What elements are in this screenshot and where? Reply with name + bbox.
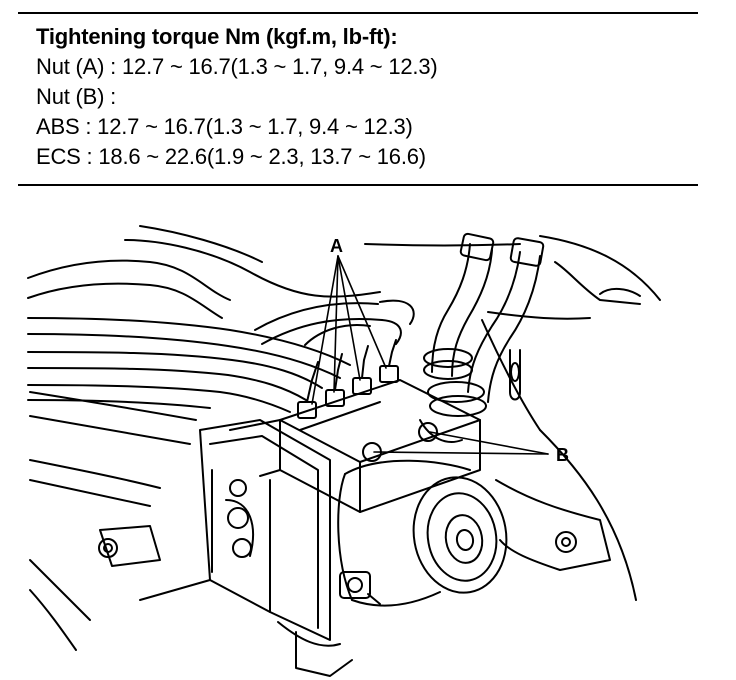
top-rule — [18, 12, 698, 14]
hydraulic-unit-block — [229, 379, 481, 513]
mounting-bracket — [481, 319, 637, 601]
electronic-control-unit — [199, 419, 353, 677]
flexible-hoses — [419, 232, 545, 443]
bottom-rule — [18, 184, 698, 186]
spec-line-ecs: ECS : 18.6 ~ 22.6(1.9 ~ 2.3, 13.7 ~ 16.6… — [36, 144, 426, 169]
callout-label-b: B — [556, 445, 569, 465]
brake-line-bundle — [27, 299, 415, 413]
abs-hydraulic-unit-illustration: A B — [27, 225, 661, 677]
pump-motor — [337, 459, 508, 607]
torque-specification-text: Tightening torque Nm (kgf.m, lb-ft): Nut… — [36, 22, 438, 172]
nut-b-markers — [362, 422, 438, 462]
spec-line-nut-b: Nut (B) : — [36, 84, 117, 109]
pipe-fittings — [297, 339, 399, 419]
left-bracket — [29, 459, 211, 651]
torque-specification-box: Tightening torque Nm (kgf.m, lb-ft): Nut… — [18, 12, 698, 186]
spec-line-abs: ABS : 12.7 ~ 16.7(1.3 ~ 1.7, 9.4 ~ 12.3) — [36, 114, 413, 139]
callout-label-a: A — [330, 236, 343, 256]
leader-lines — [311, 255, 549, 455]
spec-line-nut-a: Nut (A) : 12.7 ~ 16.7(1.3 ~ 1.7, 9.4 ~ 1… — [36, 54, 438, 79]
vehicle-body-panel — [27, 225, 661, 445]
specification-heading: Tightening torque Nm (kgf.m, lb-ft): — [36, 24, 398, 49]
